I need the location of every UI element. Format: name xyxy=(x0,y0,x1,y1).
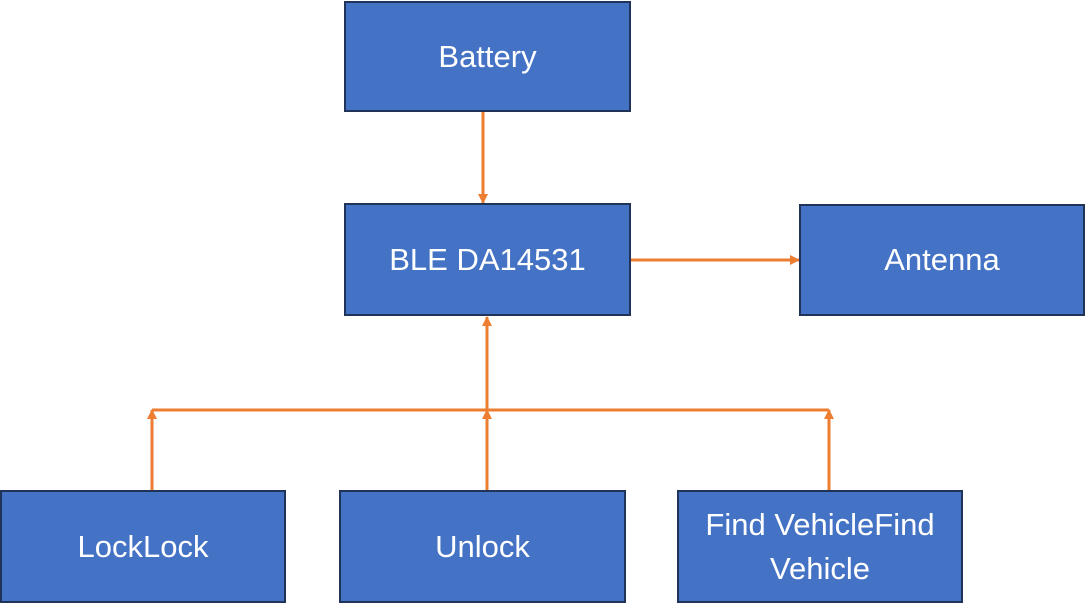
node-ble-label: BLE DA14531 xyxy=(389,241,586,277)
node-find-vehicle-label: Find VehicleFind Vehicle xyxy=(705,506,935,586)
node-lock: LockLock xyxy=(0,490,286,603)
node-unlock: Unlock xyxy=(339,490,626,603)
node-lock-label: LockLock xyxy=(77,528,209,564)
node-battery: Battery xyxy=(344,1,631,112)
node-find-vehicle: Find VehicleFind Vehicle xyxy=(677,490,963,603)
node-battery-label: Battery xyxy=(438,38,537,74)
node-ble-da14531: BLE DA14531 xyxy=(344,203,631,316)
node-antenna-label: Antenna xyxy=(884,242,1000,277)
node-unlock-label: Unlock xyxy=(435,528,530,564)
node-antenna: Antenna xyxy=(799,204,1085,316)
